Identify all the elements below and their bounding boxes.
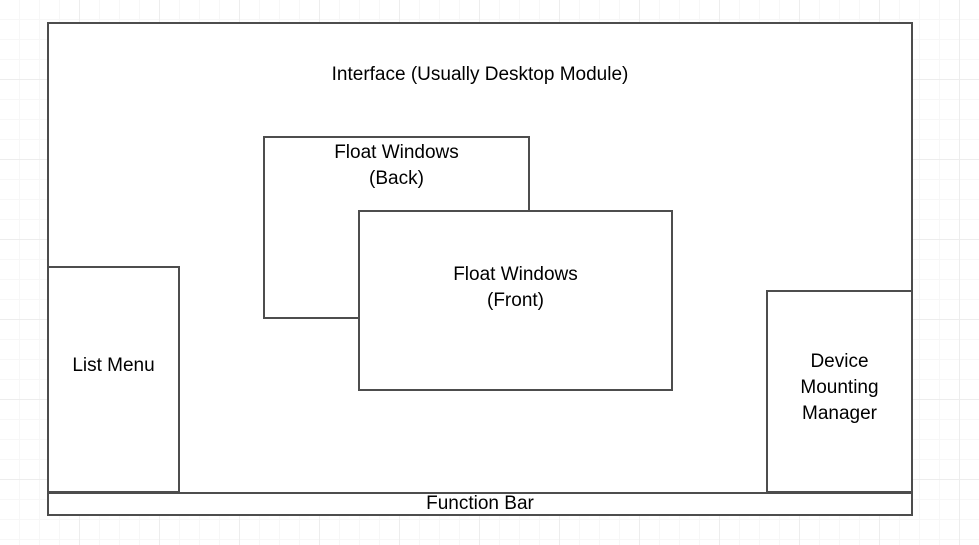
- device-mounting-manager-box[interactable]: [766, 290, 913, 493]
- list-menu-box[interactable]: [47, 266, 180, 493]
- list-menu-label: List Menu: [72, 355, 155, 376]
- float-window-front-label: Float Windows (Front): [453, 264, 578, 311]
- function-bar-label: Function Bar: [426, 493, 534, 514]
- float-window-front-box[interactable]: [358, 210, 673, 391]
- float-window-back-label: Float Windows (Back): [334, 142, 459, 189]
- interface-title-label: Interface (Usually Desktop Module): [331, 64, 629, 85]
- function-bar-box[interactable]: [47, 492, 913, 516]
- device-mounting-manager-label: Device Mounting Manager: [800, 351, 879, 424]
